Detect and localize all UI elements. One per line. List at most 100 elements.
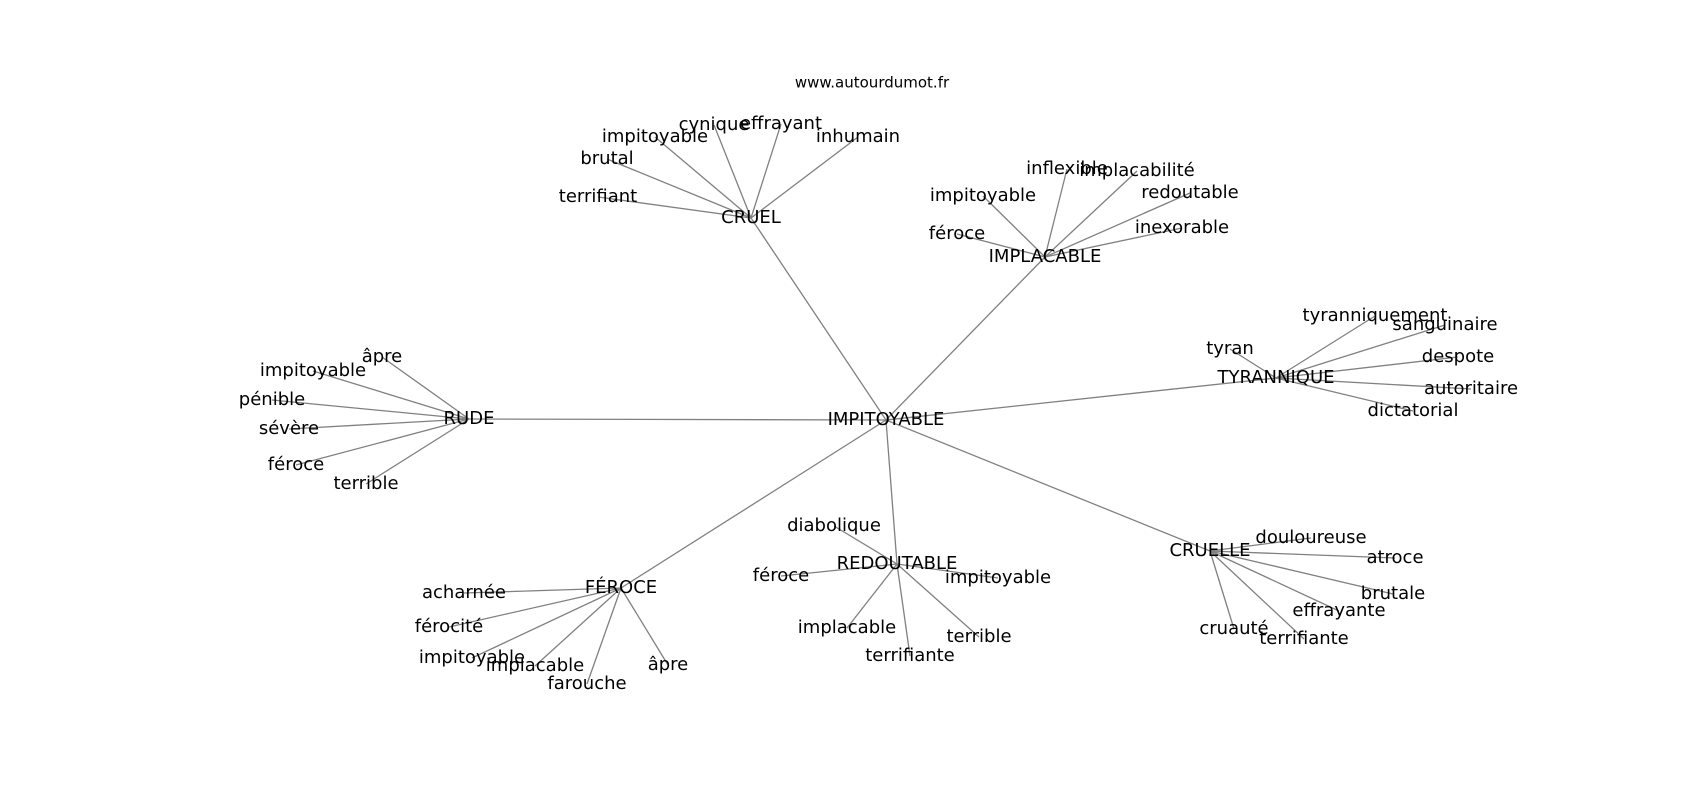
- node-cr-inhumain[interactable]: inhumain: [816, 126, 900, 147]
- node-im-inexorable[interactable]: inexorable: [1135, 217, 1229, 238]
- node-ty-tyran[interactable]: tyran: [1206, 338, 1254, 359]
- edge-cruel-cr_impitoyable: [654, 136, 752, 219]
- edge-rude-ru_feroce: [295, 418, 470, 466]
- node-im-feroce[interactable]: féroce: [929, 223, 985, 244]
- edge-tyrannique-ty_dictatorial: [1275, 377, 1414, 412]
- node-implacable[interactable]: IMPLACABLE: [989, 246, 1102, 267]
- edge-rude-ru_terrible: [365, 418, 470, 485]
- node-cl-effrayante[interactable]: effrayante: [1292, 600, 1385, 621]
- node-cr-effrayant[interactable]: effrayant: [740, 113, 822, 134]
- edge-impitoyable_c-tyrannique: [885, 377, 1277, 421]
- edge-feroce-fe_impitoyable: [471, 587, 622, 659]
- edge-tyrannique-ty_despote: [1275, 356, 1459, 379]
- node-cr-impitoyable[interactable]: impitoyable: [602, 126, 708, 147]
- node-ru-severe[interactable]: sévère: [259, 418, 319, 439]
- node-re-implacable[interactable]: implacable: [798, 617, 896, 638]
- edge-implacable-im_impitoyable: [982, 195, 1046, 258]
- node-cl-douloureuse[interactable]: douloureuse: [1255, 527, 1366, 548]
- node-cl-cruaute[interactable]: cruauté: [1199, 618, 1268, 639]
- graph-labels: IMPITOYABLE CRUEL IMPLACABLE TYRANNIQUE RUDE…: [239, 113, 1518, 694]
- node-rude[interactable]: RUDE: [444, 408, 495, 429]
- edge-redoutable-re_impitoyable: [896, 563, 999, 579]
- node-im-impitoyable[interactable]: impitoyable: [930, 185, 1036, 206]
- node-fe-apre[interactable]: âpre: [648, 654, 689, 675]
- graph-edges: [271, 123, 1472, 685]
- node-feroce[interactable]: FÉROCE: [585, 576, 657, 598]
- edge-cruelle-cl_brutale: [1209, 550, 1394, 595]
- edge-feroce-fe_apre: [620, 587, 669, 666]
- edge-rude-ru_penible: [271, 399, 470, 420]
- edge-cruelle-cl_cruaute: [1209, 550, 1235, 630]
- node-fe-implacable[interactable]: implacable: [486, 655, 584, 676]
- edge-implacable-im_feroce: [956, 233, 1046, 258]
- node-fe-farouche[interactable]: farouche: [547, 673, 626, 694]
- node-im-inflexible[interactable]: inflexible: [1026, 158, 1108, 179]
- node-cruel[interactable]: CRUEL: [721, 207, 781, 228]
- edge-impitoyable_c-cruelle: [885, 419, 1211, 552]
- edge-cruelle-cl_atroce: [1209, 550, 1396, 559]
- node-re-terrible[interactable]: terrible: [946, 626, 1011, 647]
- node-re-diabolique[interactable]: diabolique: [787, 515, 881, 536]
- edge-tyrannique-ty_sanguinaire: [1275, 324, 1446, 379]
- edge-cruelle-cl_terrifiante: [1209, 550, 1305, 640]
- node-ru-terrible[interactable]: terrible: [333, 473, 398, 494]
- edge-feroce-fe_acharnee: [463, 587, 622, 594]
- edge-cruel-cr_terrifiant: [597, 196, 752, 219]
- edge-cruel-cr_inhumain: [750, 136, 859, 219]
- node-ty-tyranniquement[interactable]: tyranniquement: [1303, 305, 1448, 326]
- node-ty-autoritaire[interactable]: autoritaire: [1424, 378, 1518, 399]
- node-ty-sanguinaire[interactable]: sanguinaire: [1392, 314, 1497, 335]
- edge-cruel-cr_effrayant: [750, 123, 782, 219]
- node-cl-brutale[interactable]: brutale: [1361, 583, 1425, 604]
- node-fe-impitoyable[interactable]: impitoyable: [419, 647, 525, 668]
- edge-feroce-fe_ferocite: [448, 587, 622, 628]
- edge-redoutable-re_terrible: [896, 563, 980, 638]
- node-ru-apre[interactable]: âpre: [362, 346, 403, 367]
- edge-cruel-cr_cynique: [713, 124, 752, 219]
- node-ru-feroce[interactable]: féroce: [268, 454, 324, 475]
- node-cruelle[interactable]: CRUELLE: [1169, 540, 1250, 561]
- edge-impitoyable_c-feroce: [620, 419, 887, 589]
- edge-redoutable-re_terrifiante: [896, 563, 911, 657]
- node-tyrannique[interactable]: TYRANNIQUE: [1216, 367, 1334, 388]
- node-ty-dictatorial[interactable]: dictatorial: [1368, 400, 1459, 421]
- node-re-impitoyable[interactable]: impitoyable: [945, 567, 1051, 588]
- node-redoutable[interactable]: REDOUTABLE: [837, 553, 958, 574]
- edge-implacable-im_inexorable: [1044, 227, 1183, 258]
- node-im-redoutable[interactable]: redoutable: [1141, 182, 1239, 203]
- edge-feroce-fe_implacable: [534, 587, 622, 667]
- edge-redoutable-re_diabolique: [833, 525, 898, 565]
- edge-implacable-im_redoutable: [1044, 192, 1191, 258]
- node-cl-atroce[interactable]: atroce: [1366, 547, 1423, 568]
- node-fe-acharnee[interactable]: acharnée: [422, 582, 506, 603]
- edge-cruelle-cl_douloureuse: [1209, 537, 1312, 552]
- node-cr-cynique[interactable]: cynique: [679, 114, 750, 135]
- edge-cruelle-cl_effrayante: [1209, 550, 1340, 612]
- node-cr-terrifiant[interactable]: terrifiant: [559, 186, 637, 207]
- edge-impitoyable_c-rude: [468, 418, 887, 421]
- node-ty-despote[interactable]: despote: [1422, 346, 1494, 367]
- edge-rude-ru_severe: [288, 418, 470, 430]
- node-ru-penible[interactable]: pénible: [239, 389, 305, 410]
- node-cl-terrifiante[interactable]: terrifiante: [1259, 628, 1349, 649]
- edge-rude-ru_apre: [381, 356, 470, 420]
- node-im-implacabilite[interactable]: implacabilité: [1079, 160, 1194, 181]
- edge-cruel-cr_brutal: [606, 158, 752, 219]
- edge-impitoyable_c-cruel: [750, 217, 887, 421]
- node-impitoyable-c[interactable]: IMPITOYABLE: [828, 409, 945, 430]
- node-cr-brutal[interactable]: brutal: [580, 148, 633, 169]
- node-ru-impitoyable[interactable]: impitoyable: [260, 360, 366, 381]
- edge-tyrannique-ty_autoritaire: [1275, 377, 1472, 390]
- node-re-terrifiante[interactable]: terrifiante: [865, 645, 955, 666]
- site-watermark: www.autourdumot.fr: [795, 74, 950, 92]
- edge-implacable-im_inflexible: [1044, 168, 1068, 258]
- edge-redoutable-re_feroce: [780, 563, 898, 577]
- edge-impitoyable_c-implacable: [885, 256, 1046, 421]
- node-fe-ferocite[interactable]: férocité: [415, 616, 483, 637]
- edge-impitoyable_c-redoutable: [885, 419, 898, 565]
- edge-rude-ru_impitoyable: [312, 370, 470, 420]
- node-re-feroce[interactable]: féroce: [753, 565, 809, 586]
- edge-redoutable-re_implacable: [846, 563, 898, 629]
- edge-implacable-im_implacabilite: [1044, 170, 1138, 258]
